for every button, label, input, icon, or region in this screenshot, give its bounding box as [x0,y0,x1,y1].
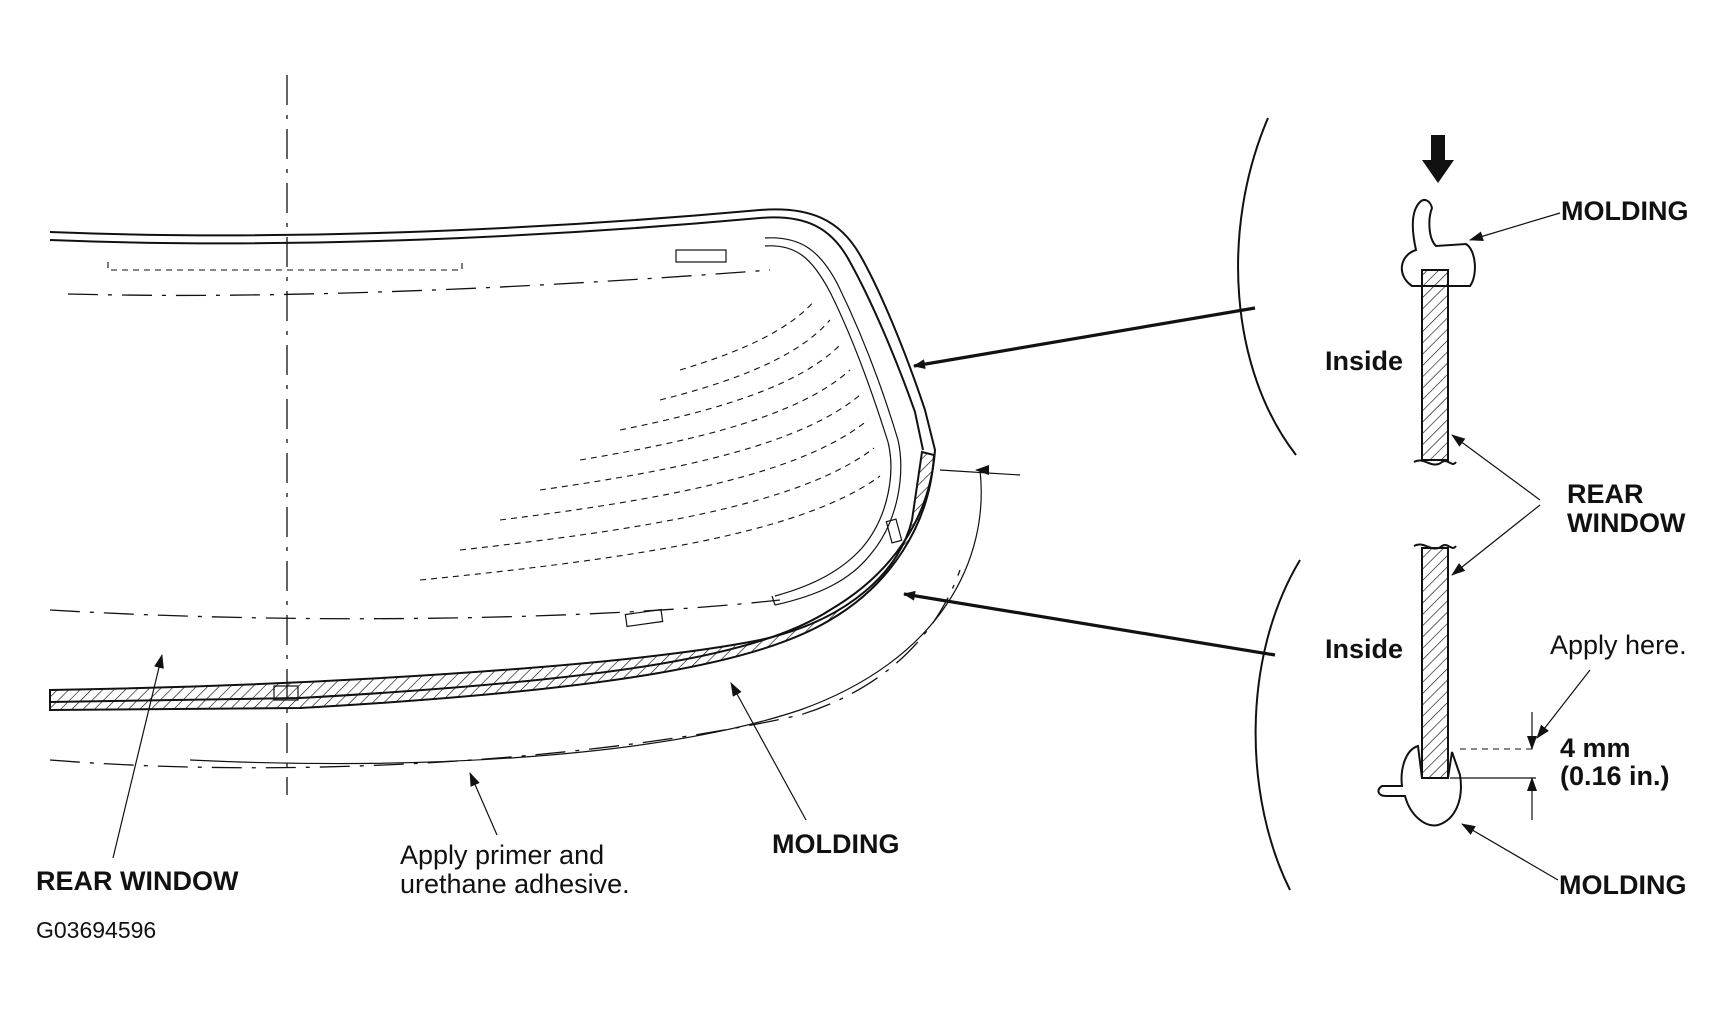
window-edge-inner [49,216,924,451]
defogger-lines [419,299,881,581]
leader-rear-window [112,654,164,859]
leader-apply-primer [469,772,498,836]
leader-molding-bottom [1461,823,1559,881]
label-dim-mm: 4 mm [1560,733,1631,763]
leader-molding [730,682,807,821]
detail-top-arc [1237,117,1297,456]
top-trim-bracket [107,262,463,271]
label-rear-window-side-2: WINDOW [1567,508,1686,538]
label-inside-bottom: Inside [1325,634,1403,664]
top-glass-section [1421,269,1449,461]
clip-bottom [624,608,664,628]
label-apply-primer-2: urethane adhesive. [400,869,630,899]
leader-rear-window-bottom [1451,504,1541,576]
label-dim-in: (0.16 in.) [1560,761,1670,791]
clip-center [273,685,299,701]
label-molding: MOLDING [772,829,900,859]
bottom-molding-shape [1377,744,1462,827]
push-down-arrow-icon [1422,135,1454,183]
adhesive-arc [189,469,982,765]
dimension-marker [1450,712,1537,820]
main-window-view [49,75,1276,859]
label-inside-top: Inside [1325,346,1403,376]
label-rear-window-side-1: REAR [1567,479,1644,509]
detail-view [1237,117,1591,891]
top-molding-shape [1401,199,1476,287]
bottom-glass-section [1421,547,1449,779]
label-molding-bottom: MOLDING [1559,870,1687,900]
label-molding-top: MOLDING [1561,196,1689,226]
detail-bottom-arc [1254,559,1301,891]
clip-right [885,518,903,544]
clip-top [675,249,727,263]
callout-arrow-top [913,306,1256,370]
label-rear-window: REAR WINDOW [36,866,239,896]
callout-arrow-bottom [903,590,1276,657]
molding-band [49,450,936,712]
label-apply-primer-1: Apply primer and [400,840,604,870]
glass-inner-border [764,237,902,606]
glass-inner-border-2 [764,245,892,597]
figure-code: G03694596 [36,917,156,943]
leader-apply-here [1536,669,1591,739]
leader-molding-top [1469,212,1561,242]
label-apply-here: Apply here. [1550,630,1687,660]
leader-rear-window-top [1451,434,1541,501]
